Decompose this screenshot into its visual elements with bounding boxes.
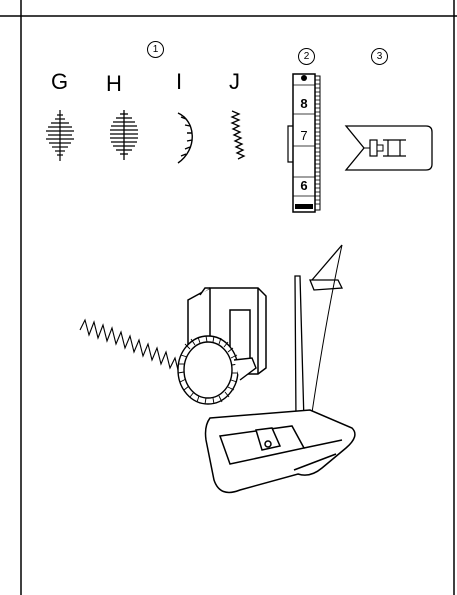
callout-3: 3 <box>371 48 388 65</box>
callout-1: 1 <box>147 41 164 58</box>
presser-foot-small-icon <box>344 125 433 171</box>
stitch-patterns <box>46 110 246 164</box>
stitch-pattern-h-icon <box>110 110 138 160</box>
pattern-label-i: I <box>176 69 183 94</box>
stitch-length-dial: 8 7 6 <box>287 73 321 213</box>
dial-number-8: 8 <box>300 96 307 111</box>
dial-pointer <box>287 125 293 163</box>
thumb-screw-icon <box>177 335 257 405</box>
stitch-pattern-g-icon <box>46 110 74 161</box>
pattern-label-h: H <box>106 71 122 96</box>
dial-knurl-ticks <box>315 79 320 205</box>
stitch-pattern-i-icon <box>177 112 193 164</box>
stitch-pattern-j-icon <box>230 110 246 160</box>
pattern-label-g: G <box>51 69 69 94</box>
foot-sole <box>204 409 356 494</box>
dial-number-7: 7 <box>300 128 307 143</box>
callout-2: 2 <box>298 48 315 65</box>
dial-number-6: 6 <box>300 178 307 193</box>
needle <box>294 244 344 439</box>
pattern-label-j: J <box>229 69 240 94</box>
dial-top-dot <box>301 75 307 81</box>
dial-bottom-mark <box>295 204 313 209</box>
presser-foot-main-illustration <box>79 244 356 494</box>
